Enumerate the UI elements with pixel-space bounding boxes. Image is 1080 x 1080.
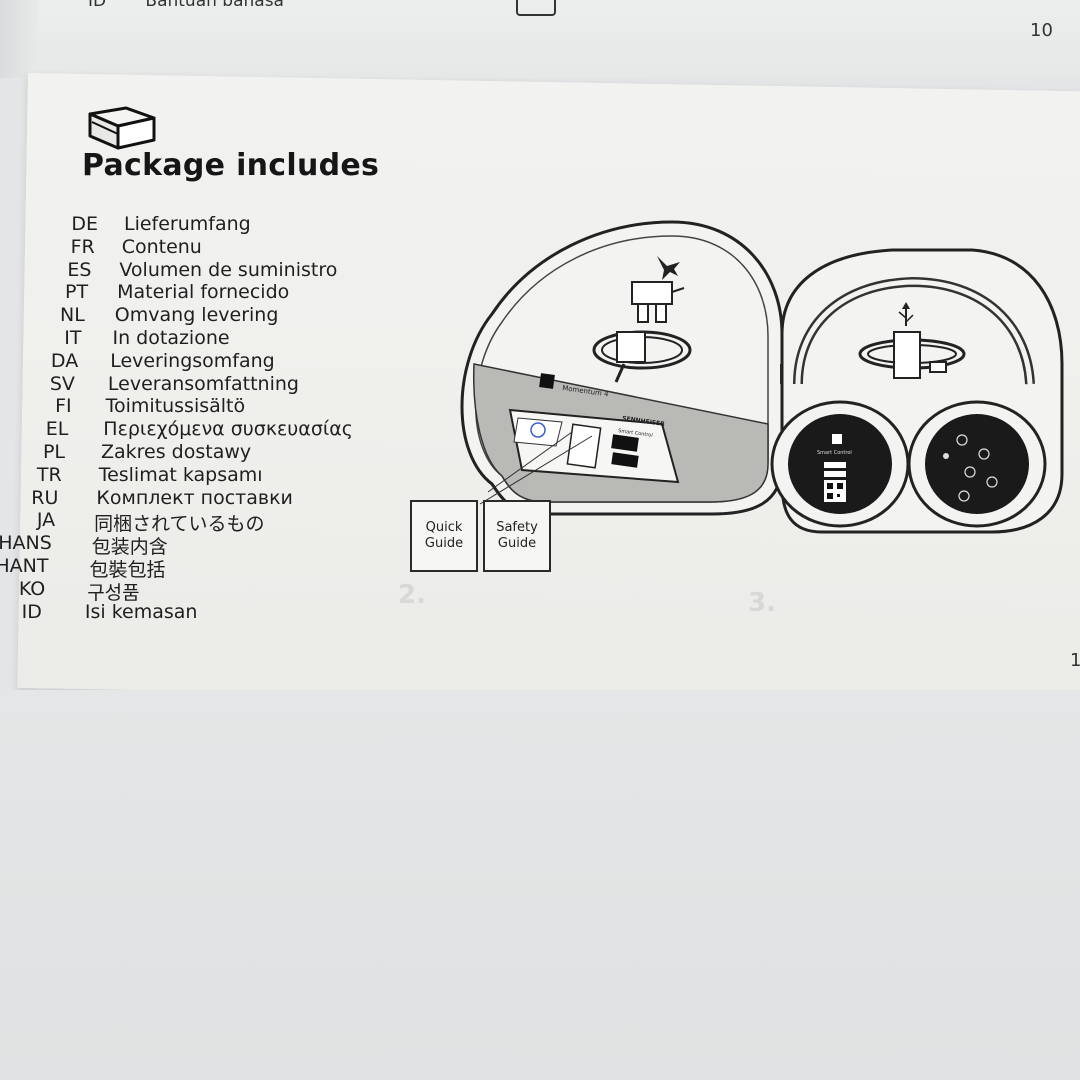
language-text: Περιεχόμενα συσκευασίας xyxy=(103,418,353,441)
table-surface xyxy=(0,690,1080,1080)
language-text: 同梱されているもの xyxy=(94,513,265,536)
language-code: TR xyxy=(36,463,62,486)
language-text: Комплект поставки xyxy=(96,486,293,509)
language-code: PT xyxy=(65,281,89,304)
previous-page-language-row: ID Bantuan bahasa xyxy=(88,0,284,11)
package-illustration: Momentum 4 SENNHEISER Smart Control Smar… xyxy=(460,220,1064,534)
language-code: DA xyxy=(50,349,79,372)
quick-guide-box: Quick Guide xyxy=(410,500,478,572)
headphones-icon: Smart Control xyxy=(770,248,1064,534)
language-code: ID xyxy=(88,0,107,11)
language-code: FR xyxy=(70,235,95,258)
language-text: Leveringsomfang xyxy=(110,349,275,372)
flight-adapter-icon xyxy=(631,281,685,323)
safety-guide-box: Safety Guide xyxy=(483,500,551,572)
language-row: ZH-HANT 包裝包括 xyxy=(0,555,420,581)
language-code: ID xyxy=(21,600,42,623)
language-text: 包装内含 xyxy=(91,536,168,559)
language-text: Toimitussisältö xyxy=(105,395,246,418)
show-through-mark: 3. xyxy=(748,588,776,618)
language-code: DE xyxy=(71,213,98,235)
language-row: SV Leveransomfattning xyxy=(0,373,420,397)
package-box-icon xyxy=(88,106,156,150)
qr-code-icon xyxy=(824,480,846,502)
safety-guide-label: Safety Guide xyxy=(496,520,538,551)
language-text: Isi kemasan xyxy=(84,600,198,623)
language-row: FI Toimitussisältö xyxy=(0,395,420,419)
language-row: PT Material fornecido xyxy=(0,281,420,305)
language-code: PL xyxy=(42,441,65,463)
airplane-icon xyxy=(657,256,680,280)
language-row: RU Комплект поставки xyxy=(0,487,420,511)
language-text: 구성품 xyxy=(87,581,140,604)
language-code: ES xyxy=(67,258,92,281)
audio-cable-icon xyxy=(592,330,692,383)
checkbox-icon xyxy=(516,0,556,16)
language-row: ID Isi kemasan xyxy=(0,601,420,625)
language-code: IT xyxy=(64,327,82,349)
language-row: JA 同梱されているもの xyxy=(0,509,420,536)
language-code: ZH-HANS xyxy=(0,532,52,555)
page-number: 1 xyxy=(1070,650,1080,671)
language-text: In dotazione xyxy=(112,327,230,349)
language-row: EL Περιεχόμενα συσκευασίας xyxy=(0,418,420,442)
language-text: Bantuan bahasa xyxy=(145,0,284,11)
language-code: SV xyxy=(49,372,75,395)
language-text: Zakres dostawy xyxy=(101,441,252,463)
language-text: Omvang levering xyxy=(114,304,279,327)
language-code: JA xyxy=(36,509,56,532)
language-code: NL xyxy=(60,304,85,327)
previous-page: ID Bantuan bahasa 10 xyxy=(0,0,1080,78)
language-text: Lieferumfang xyxy=(124,213,251,235)
language-row: PL Zakres dostawy xyxy=(0,441,420,465)
usb-icon xyxy=(898,302,914,326)
page-fold xyxy=(0,0,38,78)
language-text: Teslimat kapsamı xyxy=(98,463,263,486)
quick-guide-label: Quick Guide xyxy=(424,520,464,551)
language-row: FR Contenu xyxy=(0,236,420,260)
language-code: KO xyxy=(18,577,46,600)
svg-text:Smart Control: Smart Control xyxy=(618,428,653,439)
language-row: NL Omvang levering xyxy=(0,304,420,328)
language-row: DE Lieferumfang xyxy=(0,213,420,237)
language-code: FI xyxy=(55,395,72,418)
usb-cable-icon xyxy=(858,331,966,379)
language-code: EL xyxy=(45,418,69,441)
svg-text:Smart Control: Smart Control xyxy=(817,450,852,456)
language-row: TR Teslimat kapsamı xyxy=(0,464,420,488)
language-code: RU xyxy=(31,486,59,509)
language-code: ZH-HANT xyxy=(0,555,49,577)
language-text: Volumen de suministro xyxy=(119,258,338,281)
language-row: ZH-HANS 包装内含 xyxy=(0,532,420,559)
language-text: Leveransomfattning xyxy=(107,372,299,395)
language-row: DA Leveringsomfang xyxy=(0,350,420,374)
language-row: KO 구성품 xyxy=(0,577,420,604)
language-text: Material fornecido xyxy=(117,281,290,304)
language-row: IT In dotazione xyxy=(0,327,420,351)
language-text: 包裝包括 xyxy=(89,559,166,581)
show-through-mark: 2. xyxy=(398,580,426,610)
section-title: Package includes xyxy=(82,148,380,183)
page-number: 10 xyxy=(1030,20,1053,41)
language-row: ES Volumen de suministro xyxy=(0,259,420,283)
language-text: Contenu xyxy=(121,235,202,258)
